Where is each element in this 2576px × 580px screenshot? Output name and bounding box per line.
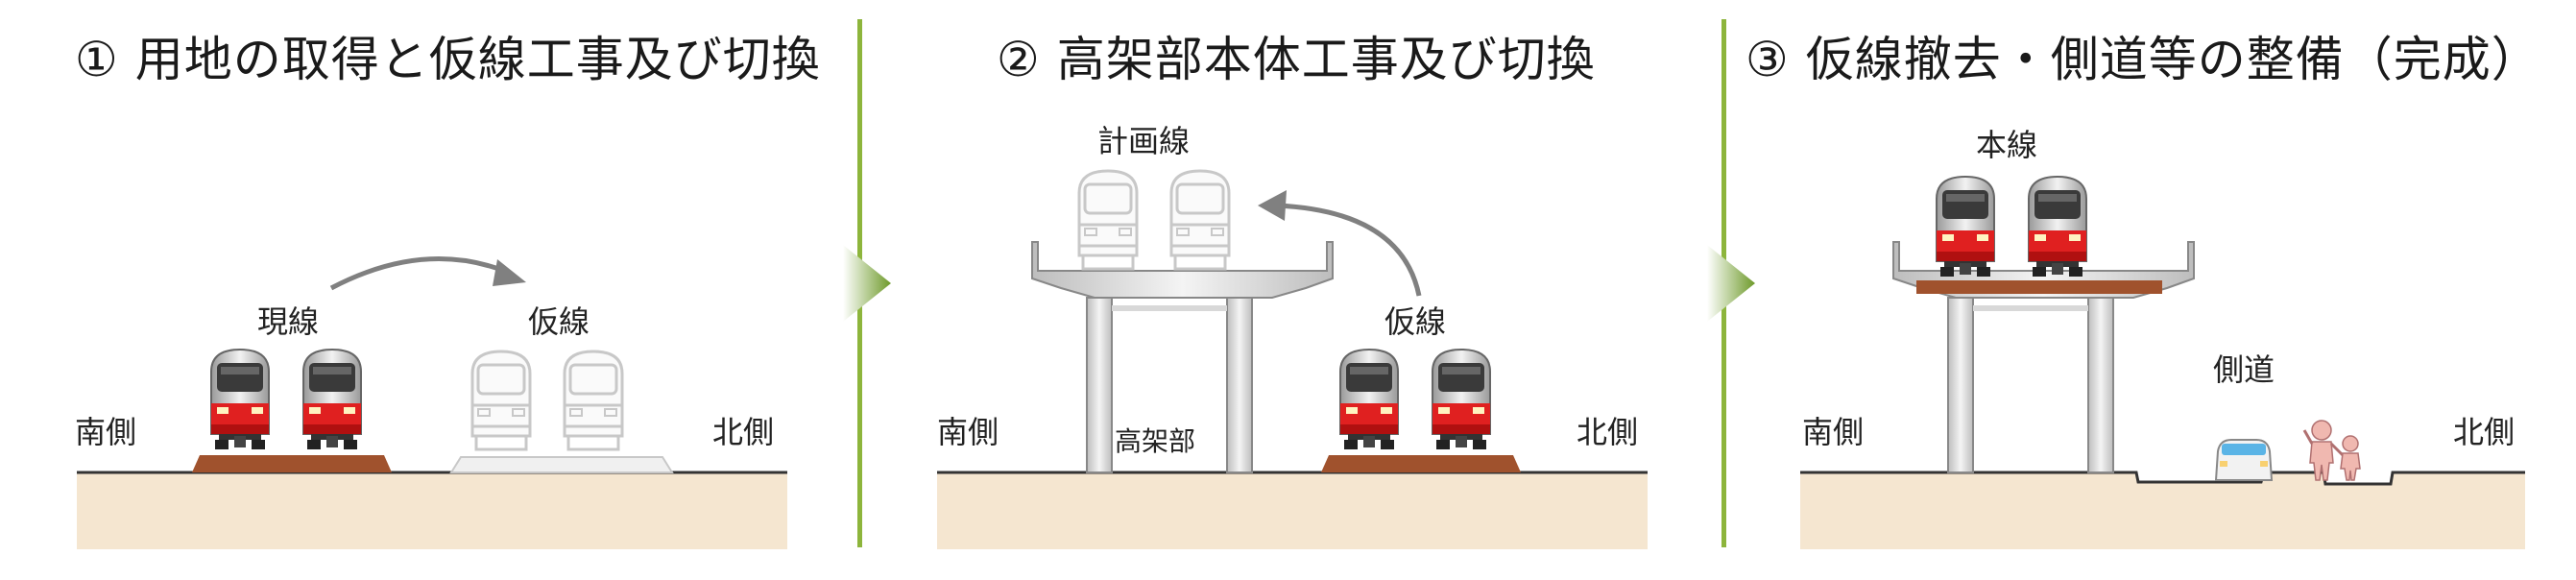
- chevron-arrow-icon: [1707, 245, 1755, 322]
- panel-step-3: ③ 仮線撤去・側道等の整備（完成）: [1728, 0, 2576, 580]
- label-planned-line: 計画線: [1097, 123, 1191, 159]
- shift-arrow: [1276, 203, 1422, 297]
- label-current-line: 現線: [257, 303, 320, 340]
- panel-step-2: ② 高架部本体工事及び切換 計画線 仮線 高架部 南側 北側: [864, 0, 1719, 580]
- shift-arrow: [329, 256, 505, 291]
- panel-title: ① 用地の取得と仮線工事及び切換: [75, 32, 821, 87]
- train-temp-ghost-1: [470, 350, 532, 451]
- panel-step-1: ① 用地の取得と仮線工事及び切換 現線 仮線 南側 北側: [0, 0, 855, 580]
- ground: [77, 472, 787, 549]
- viaduct-structure: [1031, 241, 1334, 473]
- label-north: 北側: [2453, 414, 2516, 450]
- train-main-1: [1936, 176, 1995, 278]
- label-temp-line: 仮線: [1384, 303, 1447, 340]
- label-north: 北側: [712, 414, 775, 450]
- viaduct-structure: [1892, 241, 2195, 473]
- chevron-arrow-icon: [843, 245, 891, 322]
- scene-step-3: [1800, 176, 2525, 549]
- pedestrian-adult-icon: [2302, 420, 2345, 481]
- train-temp-ghost-2: [563, 350, 624, 451]
- scene-step-1: [77, 256, 787, 549]
- ground-line: [1800, 471, 2525, 486]
- train-temp-1: [1339, 349, 1399, 450]
- shift-arrow-head: [1258, 190, 1287, 221]
- label-side-road: 側道: [2213, 351, 2275, 388]
- shift-arrow-head: [493, 259, 526, 286]
- ground: [937, 472, 1648, 549]
- train-current-2: [302, 349, 362, 450]
- train-current-1: [210, 349, 270, 450]
- label-south: 南側: [1802, 414, 1865, 450]
- train-planned-ghost-2: [1169, 169, 1231, 271]
- train-main-2: [2028, 176, 2087, 278]
- label-north: 北側: [1577, 414, 1639, 450]
- car-icon: [2214, 439, 2274, 481]
- pedestrian-child-icon: [2340, 435, 2361, 481]
- train-temp-2: [1432, 349, 1491, 450]
- ballast-current: [192, 455, 392, 472]
- panel-title: ③ 仮線撤去・側道等の整備（完成）: [1745, 32, 2540, 87]
- scene-step-2: [937, 169, 1648, 549]
- label-south: 南側: [937, 414, 999, 450]
- label-temp-line: 仮線: [528, 303, 590, 340]
- ballast-temp: [1321, 455, 1521, 472]
- label-viaduct: 高架部: [1115, 425, 1196, 457]
- ballast-temp-ghost: [449, 456, 674, 473]
- panel-title: ② 高架部本体工事及び切換: [997, 32, 1596, 87]
- label-main-line: 本線: [1976, 127, 2038, 163]
- train-planned-ghost-1: [1077, 169, 1139, 271]
- ground: [1800, 472, 2525, 549]
- label-south: 南側: [75, 414, 137, 450]
